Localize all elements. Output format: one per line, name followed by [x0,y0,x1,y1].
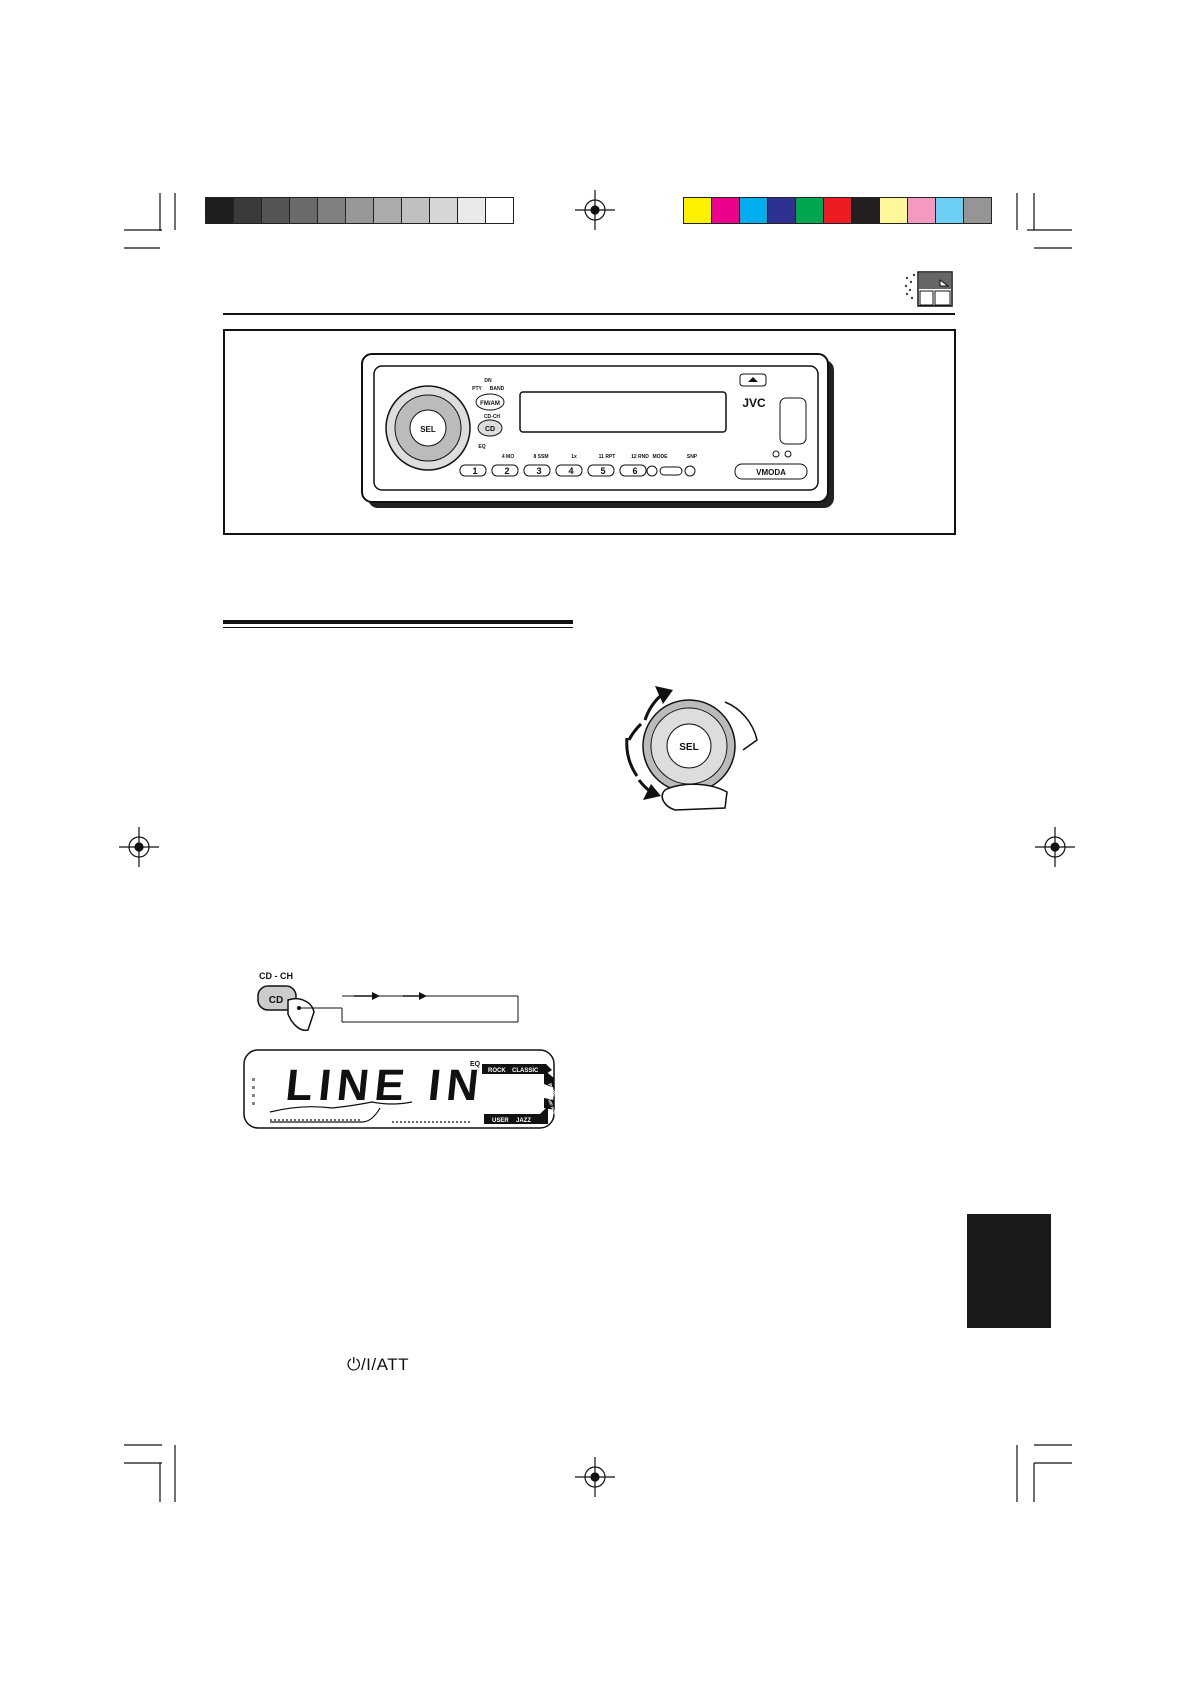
process-color-swatch [795,197,824,224]
sel-knob-figure: SEL [625,686,758,811]
preset-button-label: 4 [568,466,573,476]
process-color-swatch [879,197,908,224]
panel-pty-label: PTY [472,386,482,392]
preset-button-label: 1 [472,466,477,476]
grayscale-swatch [261,197,290,224]
process-color-swatch [907,197,936,224]
panel-brand-label: JVC [742,396,766,410]
power-att-label: ⏻/I/ATT [347,1355,409,1374]
panel-footer-brand: VMODA [756,468,786,477]
panel-dn-label: DN [484,378,492,384]
grayscale-swatch [401,197,430,224]
preset-function-label: 1x [571,454,577,460]
language-flag-icon [904,271,953,307]
knob-sel-label: SEL [679,742,698,753]
header-rule [223,313,955,315]
cd-button-figure: CD - CH CD [257,971,519,1032]
process-color-swatch [963,197,992,224]
section-rule-thin [223,627,573,628]
preset-button [555,464,583,477]
panel-sel-label: SEL [420,425,436,434]
preset-button [587,464,615,477]
preset-button [459,464,487,477]
panel-mode-label: MODE [653,454,669,460]
front-panel-frame [223,329,956,535]
preset-button [491,464,519,477]
panel-band-label: BAND [490,386,505,392]
preset-button-label: 2 [504,466,509,476]
process-color-swatch [823,197,852,224]
lcd-mode-rock: ROCK [488,1068,506,1074]
lcd-display: LINE IN EQ ROCK CLASSIC USER JAZZ POPS H… [243,1049,557,1129]
preset-button [619,464,647,477]
lcd-main-text: LINE IN [283,1061,487,1110]
cd-label: CD [269,995,283,1006]
preset-button-label: 5 [600,466,605,476]
lcd-mode-pops: POPS [546,1083,557,1099]
grayscale-swatch [485,197,514,224]
lcd-mode-jazz: JAZZ [516,1118,531,1124]
grayscale-swatch [429,197,458,224]
front-panel-illustration: SEL FM/AM BAND DN PTY CD-CH CD EQ JVC 4 … [361,353,834,508]
panel-cd-label: CD [485,426,495,433]
preset-button-label: 6 [632,466,637,476]
preset-button [523,464,551,477]
preset-function-label: 12 RND [631,454,649,460]
page-index-tab [967,1214,1051,1328]
lcd-mode-user: USER [492,1118,509,1124]
grayscale-swatch [205,197,234,224]
preset-function-label: 4 MO [502,454,514,460]
process-color-swatch [683,197,712,224]
lcd-eq-label: EQ [470,1061,481,1068]
grayscale-swatch [457,197,486,224]
registration-marks [119,190,1075,1497]
cd-ch-label: CD - CH [259,971,293,981]
panel-fmam-label: FM/AM [480,401,500,407]
grayscale-swatch [317,197,346,224]
panel-eq-label: EQ [478,444,485,450]
lcd-mode-classic: CLASSIC [512,1068,539,1074]
lcd-mode-hiphop: HIP HOP [547,1099,557,1116]
panel-cdch-label: CD-CH [484,414,500,420]
panel-snd-label: SNP [687,454,698,460]
preset-button-label: 3 [536,466,541,476]
preset-function-label: 11 RPT [599,454,616,460]
preset-function-label: 8 SSM [533,454,548,460]
section-rule-thick [223,620,573,624]
process-color-swatch [935,197,964,224]
grayscale-swatch [233,197,262,224]
